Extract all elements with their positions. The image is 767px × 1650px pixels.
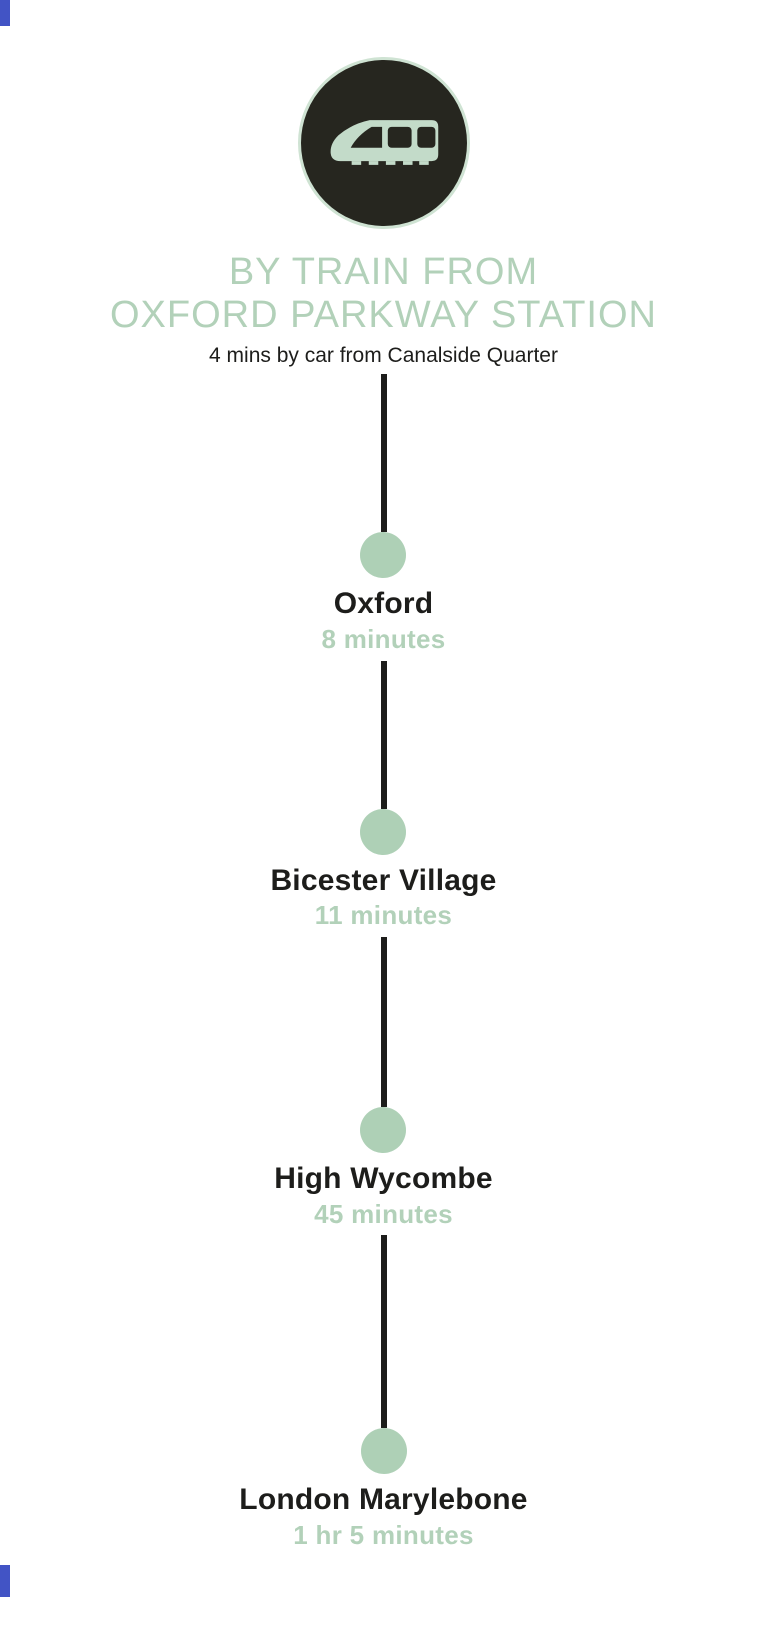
train-icon — [325, 115, 443, 171]
station-stop: Oxford 8 minutes — [321, 532, 445, 654]
station-name: Oxford — [333, 587, 434, 621]
journey-duration: 11 minutes — [314, 900, 453, 931]
edge-artifact-bottom — [0, 1565, 10, 1597]
station-dot — [360, 1107, 407, 1154]
station-name: Bicester Village — [270, 863, 497, 897]
journey-duration: 1 hr 5 minutes — [293, 1519, 474, 1550]
page-subtitle: 4 mins by car from Canalside Quarter — [209, 343, 558, 367]
journey-duration: 45 minutes — [314, 1198, 453, 1229]
page-title-line1: BY TRAIN FROM — [228, 251, 539, 293]
station-stop: High Wycombe 45 minutes — [274, 1107, 493, 1229]
timeline-connector — [380, 1235, 387, 1429]
station-name: London Marylebone — [239, 1483, 528, 1517]
timeline-connector — [380, 374, 387, 533]
journey-duration: 8 minutes — [321, 623, 446, 654]
journey-timeline: Oxford 8 minutes Bicester Village 11 min… — [239, 370, 528, 1551]
train-icon-badge — [297, 57, 470, 229]
edge-artifact-top — [0, 0, 10, 26]
station-name: High Wycombe — [274, 1162, 493, 1196]
station-dot — [360, 808, 407, 855]
station-dot — [360, 1428, 407, 1475]
timeline-connector — [380, 660, 387, 809]
station-dot — [360, 532, 407, 579]
page-title-line2: OXFORD PARKWAY STATION — [109, 293, 657, 336]
station-stop: London Marylebone 1 hr 5 minutes — [239, 1428, 528, 1550]
station-stop: Bicester Village 11 minutes — [270, 808, 497, 931]
page-title: BY TRAIN FROM OXFORD PARKWAY STATION — [110, 251, 657, 337]
timeline-connector — [380, 937, 387, 1108]
